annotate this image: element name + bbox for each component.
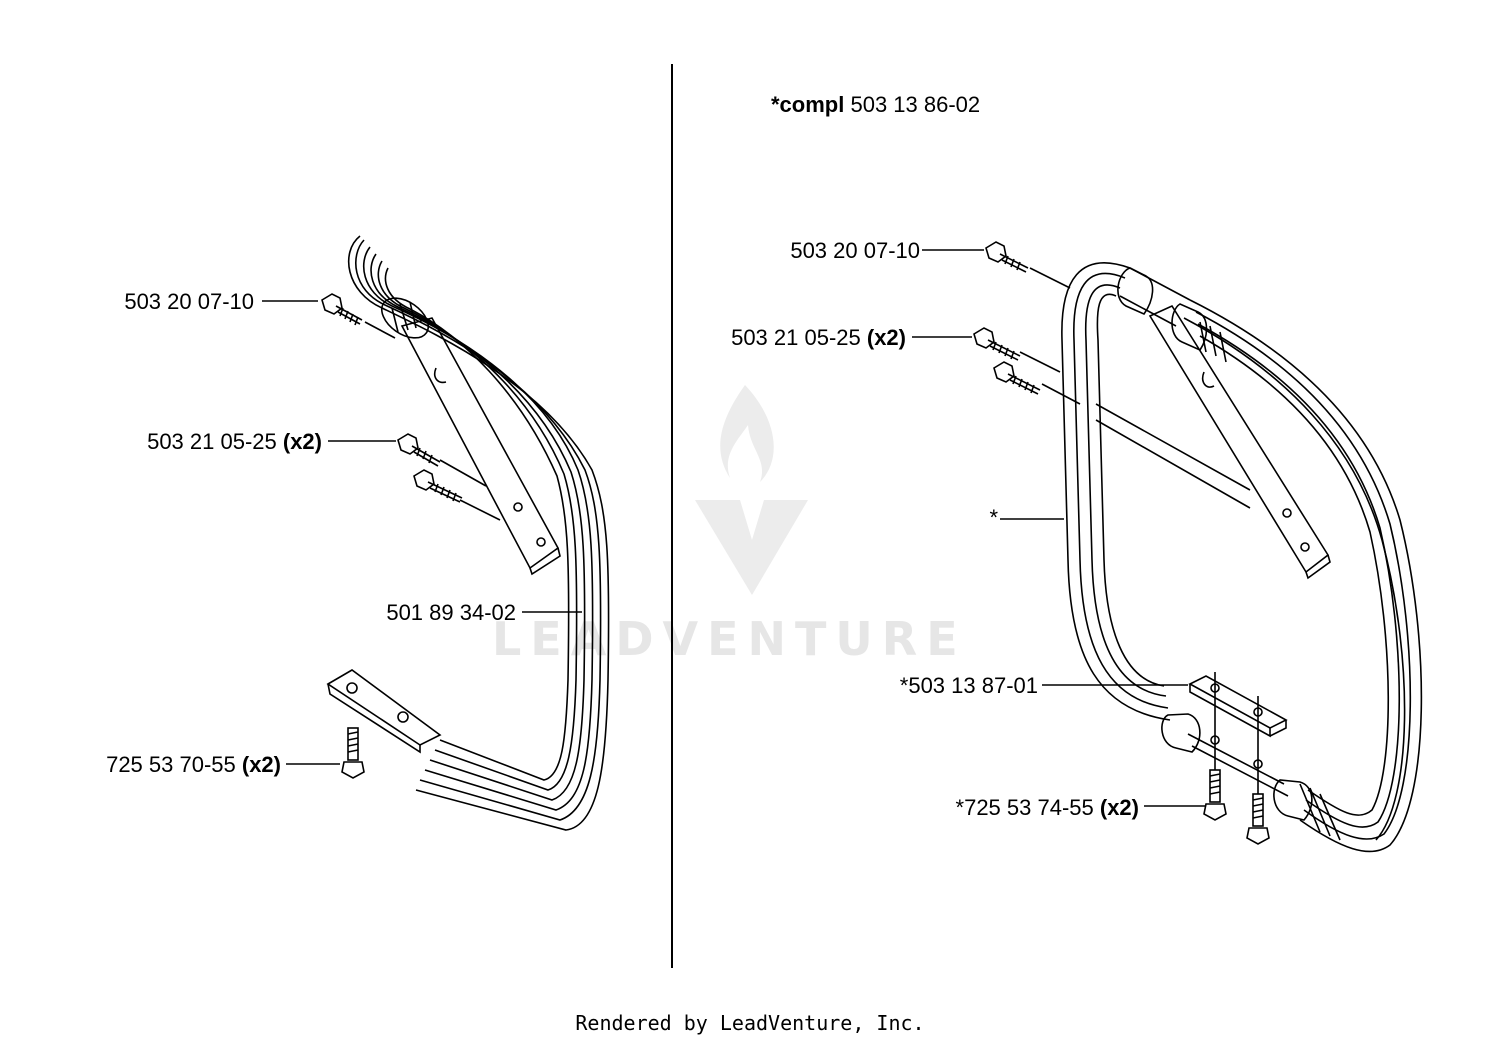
left-assembly xyxy=(262,235,610,831)
left-front-handle xyxy=(326,235,610,831)
quantity: (x2) xyxy=(867,325,906,350)
watermark-text: LEADVENTURE xyxy=(492,612,967,666)
watermark-logo-icon xyxy=(695,385,808,595)
quantity: (x2) xyxy=(242,752,281,777)
label-right-bolt-bottom: *725 53 74-55 (x2) xyxy=(956,795,1139,820)
part-number: 503 20 07-10 xyxy=(124,289,254,314)
part-number: 503 20 07-10 xyxy=(790,238,920,263)
label-right-handle: * xyxy=(989,505,998,530)
right-bolt-bottom-1-icon xyxy=(1203,769,1227,821)
label-right-bolt-top: 503 20 07-10 xyxy=(790,238,920,263)
part-number: *725 53 74-55 xyxy=(956,795,1094,820)
label-left-bolt-bottom: 725 53 70-55 (x2) xyxy=(106,752,281,777)
part-number: 503 13 86-02 xyxy=(850,92,980,117)
label-right-plate: *503 13 87-01 xyxy=(900,673,1038,698)
part-number: 725 53 70-55 xyxy=(106,752,236,777)
label-right-kit: *compl 503 13 86-02 xyxy=(771,92,980,117)
right-assembly xyxy=(912,241,1423,853)
quantity: (x2) xyxy=(1100,795,1139,820)
part-number: 501 89 34-02 xyxy=(386,600,516,625)
right-front-handle xyxy=(1019,262,1423,853)
left-bolt-bottom-icon xyxy=(341,727,365,779)
part-number: 503 21 05-25 xyxy=(731,325,861,350)
kit-prefix: *compl xyxy=(771,92,844,117)
left-bolt-mid-2-icon xyxy=(413,469,463,503)
left-bolt-top-icon xyxy=(321,293,363,326)
label-left-bolts-mid: 503 21 05-25 (x2) xyxy=(147,429,322,454)
part-number: 503 21 05-25 xyxy=(147,429,277,454)
right-bolt-mid-1-icon xyxy=(973,327,1021,361)
footer-credit: Rendered by LeadVenture, Inc. xyxy=(575,1011,924,1035)
part-number: *503 13 87-01 xyxy=(900,673,1038,698)
part-number: * xyxy=(989,505,998,530)
label-left-bolt-top: 503 20 07-10 xyxy=(124,289,254,314)
watermark: LEADVENTURE xyxy=(492,385,967,666)
quantity: (x2) xyxy=(283,429,322,454)
right-bolt-top-icon xyxy=(985,241,1029,273)
left-bolt-mid-1-icon xyxy=(397,433,441,467)
label-right-bolts-mid: 503 21 05-25 (x2) xyxy=(731,325,906,350)
right-bolt-mid-2-icon xyxy=(993,361,1041,395)
label-left-handle: 501 89 34-02 xyxy=(386,600,516,625)
right-bolt-bottom-2-icon xyxy=(1246,793,1270,845)
